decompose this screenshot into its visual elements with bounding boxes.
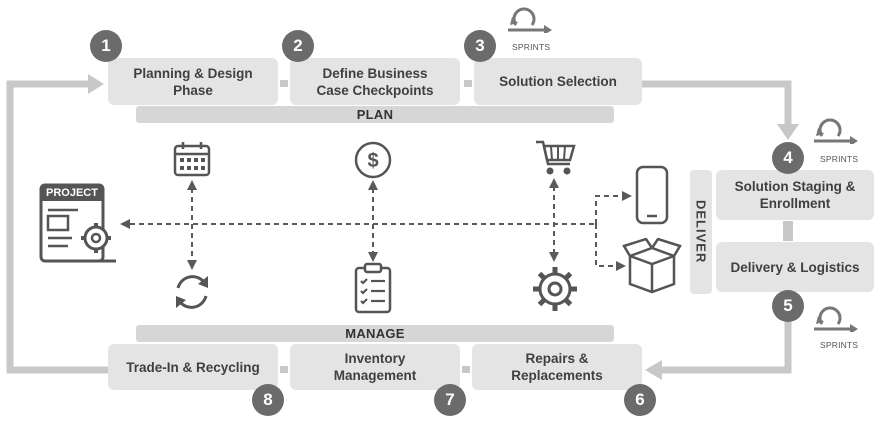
connector-2-3 bbox=[464, 80, 472, 87]
step-number-5: 5 bbox=[772, 290, 804, 322]
plan-to-deliver-arrow bbox=[642, 80, 792, 128]
project-label: PROJECT bbox=[46, 187, 98, 199]
shopping-cart-icon bbox=[536, 140, 576, 175]
step-staging-enrollment-box: Solution Staging & Enrollment bbox=[716, 170, 874, 220]
deliver-to-manage-arrowhead bbox=[645, 360, 662, 380]
sprints-label-4: SPRINTS bbox=[820, 154, 859, 164]
project-document-icon bbox=[39, 183, 116, 263]
step-inventory-management-box: Inventory Management bbox=[290, 344, 460, 390]
loop-return-arrow bbox=[6, 80, 108, 374]
step-planning-design-box: Planning & Design Phase bbox=[108, 58, 278, 105]
connector-7-6 bbox=[462, 366, 470, 373]
deliver-label: DELIVER bbox=[693, 200, 709, 264]
deliver-to-manage-arrow bbox=[660, 318, 792, 374]
manage-bar: MANAGE bbox=[136, 325, 614, 342]
connector-1-2 bbox=[280, 80, 288, 87]
step-trade-in-recycling-box: Trade-In & Recycling bbox=[108, 344, 278, 390]
dashed-to-box bbox=[595, 224, 618, 267]
package-box-icon bbox=[622, 238, 682, 294]
step-number-4: 4 bbox=[772, 142, 804, 174]
step-number-1: 1 bbox=[90, 30, 122, 62]
step-number-2: 2 bbox=[282, 30, 314, 62]
step-delivery-logistics-box: Delivery & Logistics bbox=[716, 242, 874, 292]
connector-8-7 bbox=[280, 366, 288, 373]
smartphone-icon bbox=[635, 165, 669, 225]
step-number-7: 7 bbox=[434, 384, 466, 416]
clipboard-checklist-icon bbox=[354, 262, 392, 314]
sprint-loop-icon bbox=[814, 118, 858, 144]
sprints-label-5: SPRINTS bbox=[820, 340, 859, 350]
dashed-to-phone bbox=[595, 195, 624, 224]
sprint-loop-icon bbox=[814, 306, 858, 332]
step-repairs-replacements-box: Repairs & Replacements bbox=[472, 344, 642, 390]
dollar-icon: $ bbox=[354, 141, 392, 179]
plan-to-deliver-arrowhead bbox=[777, 124, 799, 140]
calendar-icon bbox=[173, 142, 211, 177]
step-business-case-box: Define Business Case Checkpoints bbox=[290, 58, 460, 105]
svg-text:$: $ bbox=[367, 150, 378, 172]
sprint-loop-icon bbox=[508, 7, 552, 33]
step-solution-selection-box: Solution Selection bbox=[474, 58, 642, 105]
refresh-cycle-icon bbox=[176, 275, 208, 309]
sprints-label-3: SPRINTS bbox=[512, 42, 551, 52]
step-number-3: 3 bbox=[464, 30, 496, 62]
plan-bar: PLAN bbox=[136, 106, 614, 123]
deliver-bar: DELIVER bbox=[690, 170, 712, 294]
step-number-8: 8 bbox=[252, 384, 284, 416]
gear-icon bbox=[533, 267, 577, 311]
step-number-6: 6 bbox=[624, 384, 656, 416]
connector-4-5 bbox=[783, 221, 793, 241]
loop-arrowhead bbox=[88, 74, 104, 94]
